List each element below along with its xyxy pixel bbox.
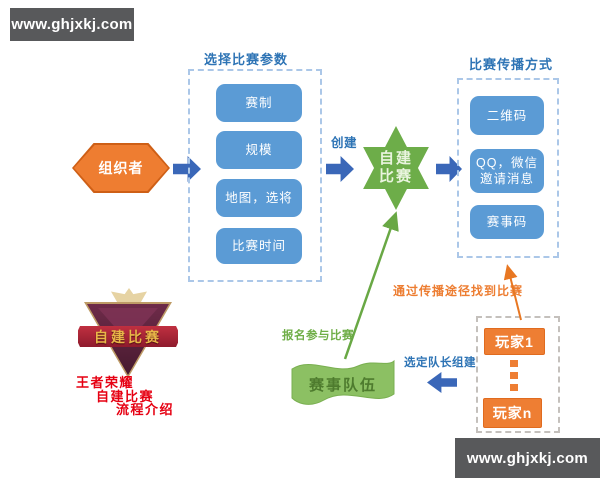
organizer-hexagon-node: 组织者 — [72, 143, 170, 193]
vertical-dots-icon — [510, 360, 518, 391]
spread-group-title: 比赛传播方式 — [469, 57, 554, 72]
badge-banner-label: 自建比赛 — [78, 326, 178, 347]
param-node-time: 比赛时间 — [216, 228, 302, 264]
spread-node-qq-wechat: QQ，微信 邀请消息 — [470, 149, 544, 193]
organizer-label: 组织者 — [74, 145, 168, 191]
watermark-url: www.ghjxkj.com — [11, 16, 133, 33]
badge-caption-line: 流程介绍 — [116, 402, 175, 417]
arrow-params-to-match — [326, 156, 354, 182]
param-node-format: 赛制 — [216, 84, 302, 122]
match-node-label-line1: 自建 — [378, 150, 413, 167]
team-node-label: 赛事队伍 — [308, 376, 377, 394]
badge-caption: 王者荣耀 自建比赛 流程介绍 — [76, 376, 174, 417]
edge-label-find-match: 通过传播途径找到比赛 — [393, 284, 524, 298]
spread-group-box — [457, 78, 559, 258]
badge-caption-line: 自建比赛 — [96, 388, 155, 404]
badge-caption-line: 王者荣耀 — [76, 375, 135, 390]
match-node-label-line2: 比赛 — [378, 168, 413, 185]
game-badge-emblem: 自建比赛 — [78, 288, 178, 378]
param-node-map-hero: 地图，选将 — [216, 179, 302, 217]
spread-node-qrcode: 二维码 — [470, 96, 544, 135]
match-star-node: 自建 比赛 — [363, 126, 429, 210]
crown-icon — [111, 288, 147, 304]
watermark-url: www.ghjxkj.com — [466, 449, 589, 467]
edge-label-signup: 报名参与比赛 — [282, 330, 354, 342]
player-node-last: 玩家n — [483, 398, 542, 428]
player-node-first: 玩家1 — [484, 328, 545, 355]
watermark-bottom-right: www.ghjxkj.com — [455, 438, 600, 478]
params-group-box — [188, 69, 322, 282]
param-node-scale: 规模 — [216, 131, 302, 169]
arrow-players-to-team — [427, 372, 457, 393]
edge-label-create: 创建 — [331, 136, 358, 150]
spread-node-eventcode: 赛事码 — [470, 205, 544, 239]
watermark-top-left: www.ghjxkj.com — [10, 8, 134, 41]
edge-label-form-team: 选定队长组建 — [404, 357, 476, 369]
params-group-title: 选择比赛参数 — [204, 52, 289, 67]
